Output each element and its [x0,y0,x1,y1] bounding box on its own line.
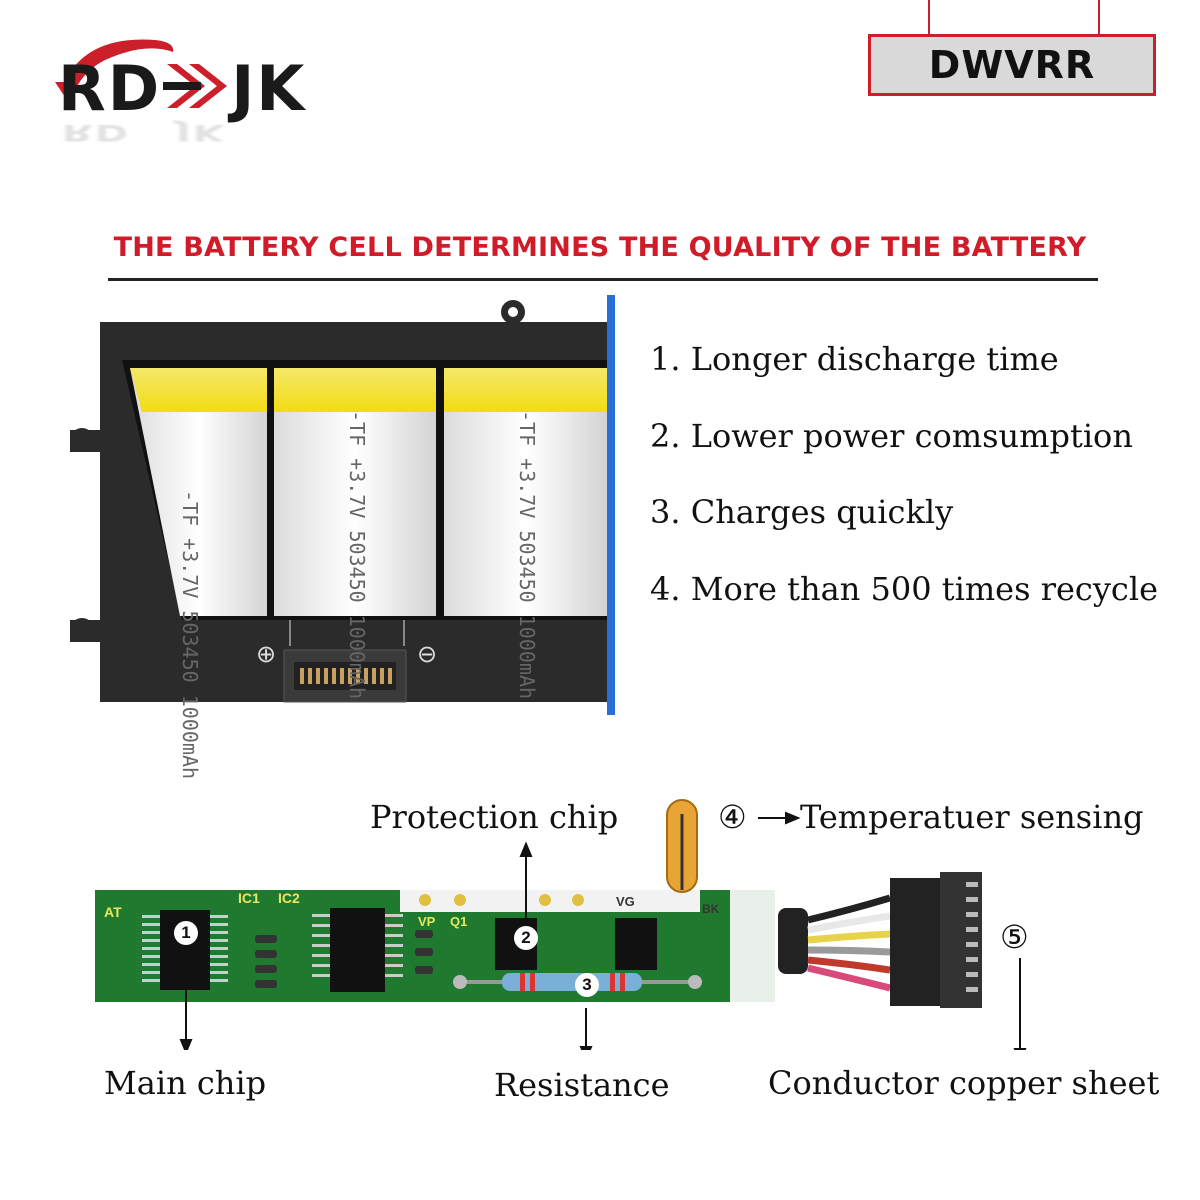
feature-item: 2. Lower power comsumption [650,417,1133,455]
cell-print: -TF +3.7V 503450 1000mAh [515,410,539,700]
feature-item: 1. Longer discharge time [650,340,1059,378]
label-main-chip: Main chip [104,1064,267,1102]
logo-letter: J [176,119,193,145]
callout-marker-2: 2 [514,926,538,950]
board-mark: IC2 [278,890,300,906]
callout-marker-3: 3 [575,973,599,997]
cell-print: -TF +3.7V 503450 1000mAh [345,410,369,700]
hanger-line [928,0,930,34]
callout-marker-5: ⑤ [1000,918,1029,956]
board-mark: BK [702,902,720,916]
label-resistance: Resistance [494,1066,670,1104]
board-mark: Q1 [450,914,468,929]
logo-reflection: RD JK [62,119,226,145]
pcb-diagram: AT IC1 IC2 VP Q1 VG BK 1 2 3 ④ ⑤ [90,790,1130,1063]
cell-print: -TF +3.7V 503450 1000mAh [178,490,202,780]
label-temperature-sensing: Temperatuer sensing [800,798,1144,836]
battery-pack-image: -TF +3.7V 503450 1000mAh -TF +3.7V 50345… [62,290,622,779]
logo-letter: R [58,52,108,125]
board-mark: IC1 [238,890,260,906]
label-protection-chip: Protection chip [370,798,619,836]
logo-letter: D [94,119,131,145]
headline: THE BATTERY CELL DETERMINES THE QUALITY … [113,232,1087,263]
brand-logo [45,30,345,160]
board-mark: AT [104,904,122,920]
label-conductor-copper-sheet: Conductor copper sheet [768,1064,1160,1102]
callout-marker-1: 1 [174,921,198,945]
model-label: DWVRR [868,34,1156,96]
logo-swoosh-icon [55,39,174,100]
logo-letter: K [256,52,307,125]
board-mark: VG [616,894,635,909]
board-mark: VP [418,914,436,929]
logo-letter: D [107,52,162,125]
headline-rule [108,278,1098,281]
terminal-minus-icon: ⊖ [417,641,438,668]
callout-marker-4: ④ [718,798,747,836]
logo-letter: K [192,119,226,145]
terminal-plus-icon: ⊕ [256,641,277,668]
cell-print-area: -TF +3.7V 503450 1000mAh -TF +3.7V 50345… [137,410,617,779]
hanger-line [1098,0,1100,34]
logo-letter: J [231,52,257,125]
feature-item: 4. More than 500 times recycle [650,570,1159,608]
logo-letter: R [62,119,95,145]
cell-1 [130,368,267,616]
logo-arrow-icon [161,60,231,110]
feature-item: 3. Charges quickly [650,493,954,531]
